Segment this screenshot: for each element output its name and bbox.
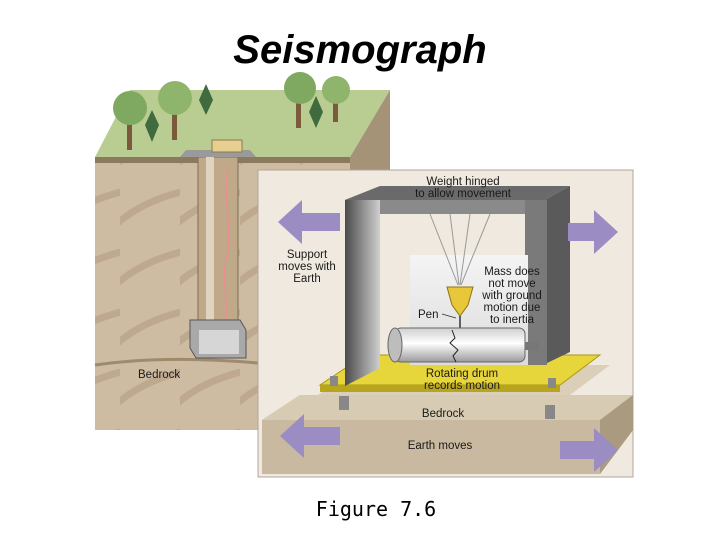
- page-title: Seismograph: [233, 28, 487, 72]
- earth-arrow-right-icon: [560, 428, 618, 472]
- seismogram-trace: [449, 329, 459, 363]
- bolt-icons: [330, 376, 556, 419]
- drum-label-2: records motion: [424, 380, 500, 392]
- support-label-2: moves with: [278, 261, 336, 273]
- rotating-drum: [394, 327, 526, 363]
- bedrock-right-label: Bedrock: [422, 408, 464, 420]
- mass-label-1: Mass does: [484, 266, 540, 278]
- frame-right-pillar: [545, 186, 570, 364]
- hinge-wires: [429, 213, 491, 286]
- earth-moves-label: Earth moves: [408, 440, 473, 452]
- bedrock-left-label: Bedrock: [138, 369, 180, 381]
- seismograph-detail-panel: Weight hinged to allow movement Support …: [257, 169, 634, 478]
- support-label-3: Earth: [293, 273, 321, 285]
- earth-arrow-left-icon: [280, 414, 340, 458]
- inertial-mass: [446, 286, 474, 317]
- mass-label-5: to inertia: [490, 314, 535, 326]
- frame-top-beam: [345, 186, 570, 200]
- arrow-icons: [278, 200, 618, 472]
- signal-cable: [223, 164, 230, 321]
- mass-label-3: with ground: [481, 290, 541, 302]
- frame-left-pillar: [345, 186, 380, 386]
- weight-label-1: Weight hinged: [426, 176, 499, 188]
- tree-icons: [113, 72, 350, 150]
- support-label-1: Support: [287, 249, 328, 261]
- surface-hut: [211, 139, 243, 153]
- support-arrow-left-icon: [278, 200, 340, 244]
- drum-label-1: Rotating drum: [426, 368, 498, 380]
- mass-label-2: not move: [488, 278, 535, 290]
- figure-caption: Figure 7.6: [315, 497, 437, 521]
- support-arrow-right-icon: [568, 210, 618, 254]
- weight-label-2: to allow movement: [415, 188, 512, 200]
- mass-label-4: motion due: [484, 302, 541, 314]
- pen-label: Pen: [418, 309, 438, 321]
- borehole: [197, 156, 239, 328]
